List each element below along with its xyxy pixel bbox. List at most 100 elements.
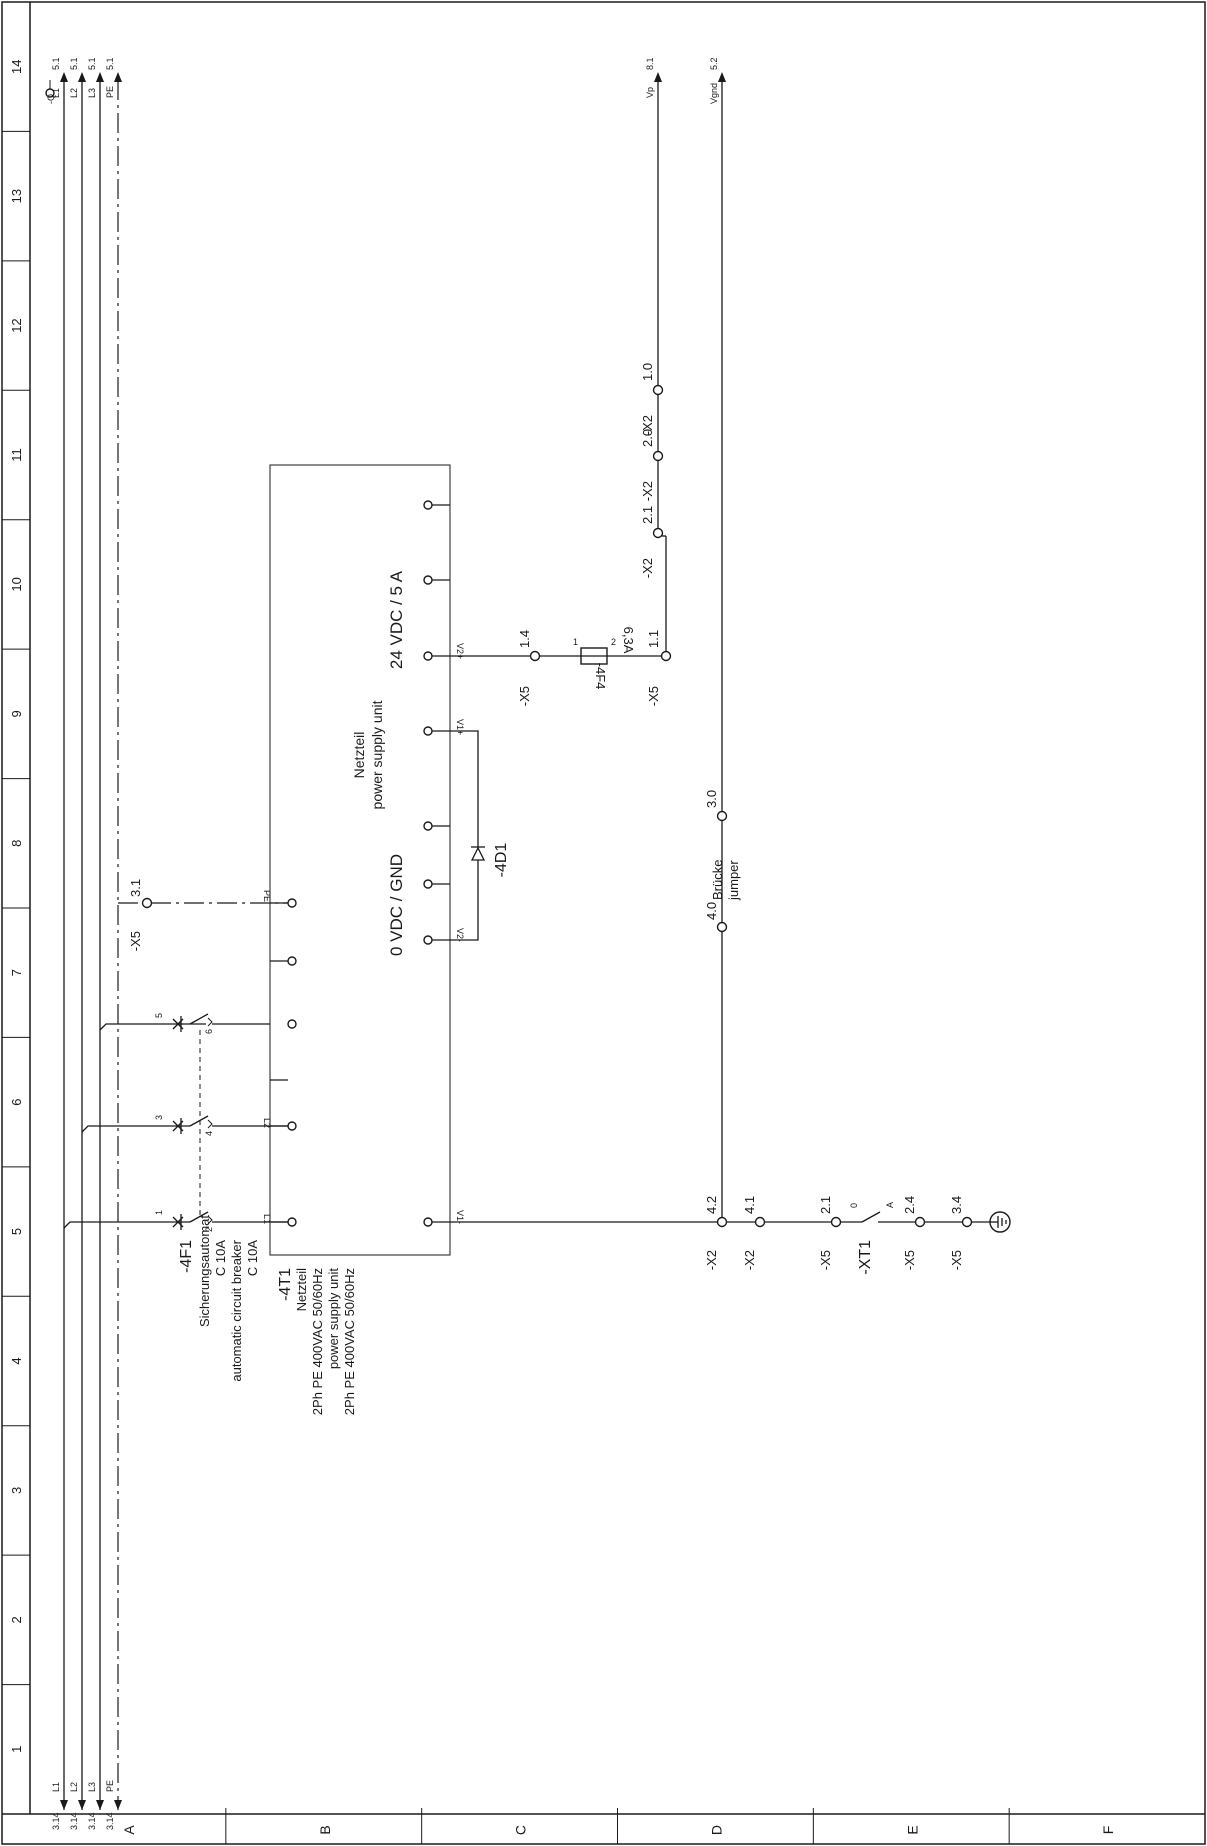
terminal-x2-3-0-num: 3.0: [704, 790, 719, 808]
row-letter: F: [1100, 1826, 1116, 1835]
diode-tag: -4D1: [493, 843, 510, 878]
bus-l3-arrow-top: [96, 72, 104, 82]
psu-box: [269, 464, 451, 1256]
terminal-x5-3-4: [961, 1216, 973, 1228]
terminal-x2-1-0-tag: -X2: [640, 415, 655, 435]
terminal-x5-2-4: [914, 1216, 926, 1228]
row-letter: B: [317, 1825, 333, 1834]
terminal-x5-2-1-tag: -X5: [818, 1250, 833, 1270]
bus-bottom-ref-l3: 3.14: [87, 1812, 97, 1830]
psu-tag: -4T1: [277, 1268, 294, 1301]
psu-pin-label-v2p: V2+: [455, 643, 465, 659]
diode-4d1: -4D1: [450, 730, 510, 941]
psu-title-de: Netzteil: [351, 732, 367, 779]
vgnd-label: Vgnd: [709, 83, 719, 104]
breaker-pole1-symbol: [172, 1211, 213, 1230]
column-number: 11: [9, 448, 24, 462]
pe-terminal-x5-3-1: [141, 897, 153, 909]
psu-desc-de: Netzteil: [294, 1268, 309, 1311]
column-number: 4: [9, 1357, 24, 1364]
bus-top-ref-l2: 5.1: [69, 57, 79, 70]
terminal-x2-2-1: [652, 527, 664, 539]
breaker-desc-en: automatic circuit breaker: [229, 1239, 244, 1381]
bus-top-label-l3: L3: [87, 88, 97, 98]
column-number: 1: [9, 1746, 24, 1753]
terminal-x2-2-0-tag: -X2: [640, 481, 655, 501]
breaker-tag: -4F1: [178, 1240, 195, 1273]
column-number: 13: [9, 189, 24, 203]
terminal-x2-2-0-num: 2.0: [640, 429, 655, 447]
gnd-path: -X2 4.2 4.0 3.0 Vgnd 5.2 Brücke jumper -…: [450, 57, 1011, 1275]
output-24v-path: -X5 1.4 1 2 -4F4 6,3A -X5 1.1 -X2 2.1 -X…: [450, 57, 672, 706]
terminal-x2-4-1: [754, 1216, 766, 1228]
breaker-4f1: 1 2 3 4 5 6 -4F1 Sicherungsautomat C 10A…: [154, 1013, 292, 1382]
bus-top-ref-l3: 5.1: [87, 57, 97, 70]
breaker-pin-5: 5: [154, 1013, 164, 1018]
breaker-pin-1: 1: [154, 1210, 164, 1215]
bus-bottom-label-l1: L1: [51, 1782, 61, 1792]
terminal-x5-2-1: [830, 1216, 842, 1228]
switch-pin-a: A: [885, 1202, 895, 1208]
column-number: 8: [9, 840, 24, 847]
fuse-pin-2: 2: [611, 637, 616, 647]
breaker-pin-3: 3: [154, 1115, 164, 1120]
psu-pin-label-v1p: V1+: [455, 719, 465, 735]
vp-arrow: [654, 72, 662, 82]
terminal-x2-2-1-num: 2.1: [640, 506, 655, 524]
psu-pin-label-l1: L1: [262, 1214, 272, 1224]
terminal-x2-1-0: [652, 384, 664, 396]
psu-pin-label-pe: PE: [262, 890, 272, 902]
breaker-pole2-symbol: [172, 1115, 213, 1134]
terminal-x5-3-4-tag: -X5: [949, 1250, 964, 1270]
terminal-x5-1-1-num: 1.1: [646, 630, 661, 648]
terminal-x2-1-0-num: 1.0: [640, 363, 655, 381]
bus-pe-arrow-bottom: [114, 1800, 122, 1810]
terminal-x2-3-0: [716, 810, 728, 822]
ground-icon: [989, 1211, 1011, 1233]
column-number: 3: [9, 1487, 24, 1494]
bus-l3-arrow-bottom: [96, 1800, 104, 1810]
bus-l2-arrow-top: [78, 72, 86, 82]
column-number: 6: [9, 1099, 24, 1106]
psu-pin-nc-2: [287, 1019, 297, 1029]
column-number: 7: [9, 969, 24, 976]
vp-ref: 8.1: [645, 57, 655, 70]
terminal-x5-1-4-tag: -X5: [517, 686, 532, 706]
diode-wire: [450, 730, 479, 941]
row-letter: E: [904, 1825, 920, 1834]
breaker-pin-2: 2: [204, 1227, 214, 1232]
terminal-x2-4-2-num: 4.2: [704, 1196, 719, 1214]
vp-label: Vp: [645, 87, 655, 98]
terminal-x2-4-0: [716, 921, 728, 933]
bus-bottom-ref-pe: 3.14: [105, 1812, 115, 1830]
pe-terminal-tag: -X5: [128, 931, 143, 951]
switch-pin-0: 0: [849, 1203, 859, 1208]
breaker-rating-de: C 10A: [213, 1240, 228, 1276]
jumper-en: jumper: [726, 860, 741, 901]
row-ticks: [225, 1808, 1010, 1844]
bus-pe-arrow-top: [114, 72, 122, 82]
bus-q-prefix: -Q: [46, 94, 56, 104]
bus-l1-arrow-bottom: [60, 1800, 68, 1810]
terminal-x2-4-1-tag: -X2: [742, 1250, 757, 1270]
psu-pin-pe: [287, 898, 297, 908]
terminal-x5-2-4-tag: -X5: [902, 1250, 917, 1270]
breaker-rating-en: C 10A: [245, 1240, 260, 1276]
bus-bottom-label-l3: L3: [87, 1782, 97, 1792]
column-number: 2: [9, 1616, 24, 1623]
psu-pin-label-v2m: V2-: [455, 928, 465, 942]
jumper-de: Brücke: [710, 860, 725, 900]
bus-bottom-label-pe: PE: [105, 1780, 115, 1792]
pe-connection: -X5 3.1: [118, 879, 292, 951]
tap-l1: [63, 1221, 180, 1229]
terminal-x2-4-0-num: 4.0: [704, 902, 719, 920]
terminal-x5-2-1-num: 2.1: [818, 1196, 833, 1214]
bus-l1-arrow-top: [60, 72, 68, 82]
psu-desc-en: power supply unit: [326, 1268, 341, 1370]
bus-top-label-l1: L1: [51, 88, 61, 98]
row-letter: A: [121, 1825, 137, 1835]
tap-l3: [99, 1023, 180, 1031]
